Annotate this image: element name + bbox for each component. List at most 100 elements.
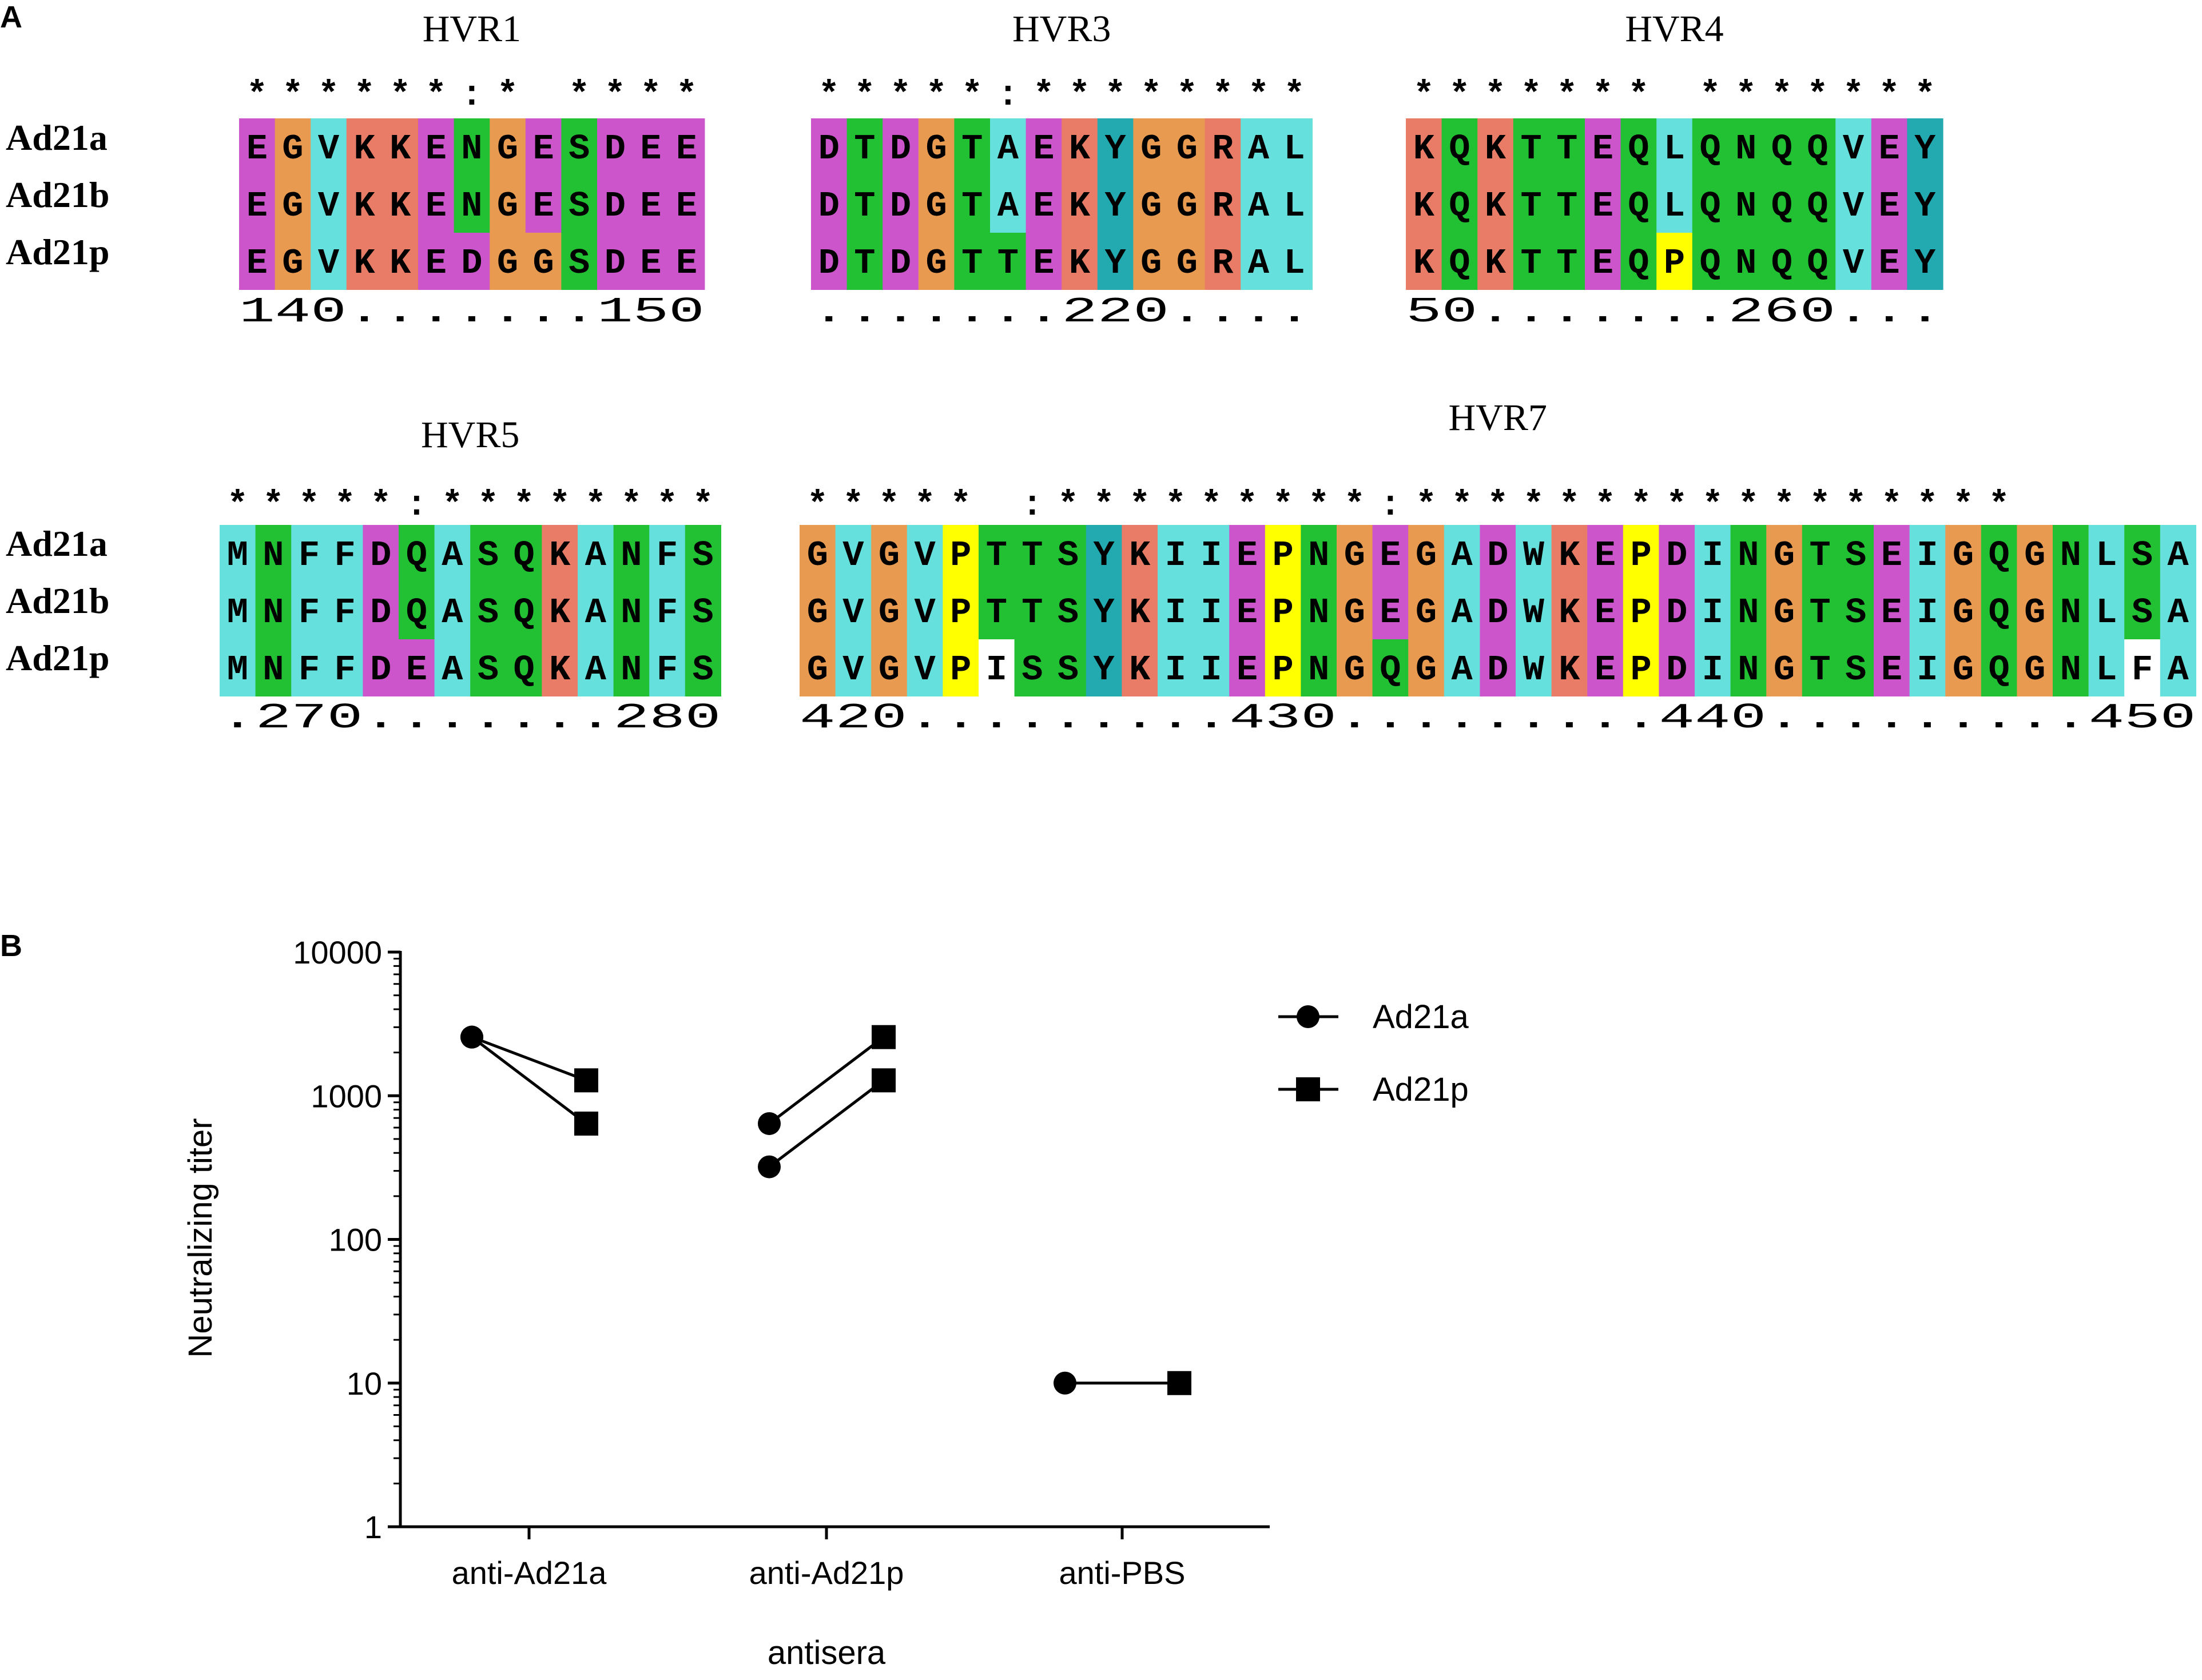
- residue-cell: [454, 176, 490, 233]
- residue-cell: [1981, 525, 2017, 582]
- block-title: HVR3: [1012, 8, 1111, 50]
- y-tick-label: 10: [347, 1366, 382, 1402]
- residue-letter: K: [389, 129, 411, 169]
- residue-letter: Q: [1807, 186, 1828, 226]
- conservation-mark: *: [1485, 75, 1506, 116]
- residue-letter: E: [1380, 535, 1401, 576]
- residue-cell: [1838, 639, 1874, 696]
- residue-letter: Q: [513, 650, 534, 690]
- residue-cell: [1909, 639, 1946, 696]
- residue-letter: A: [2167, 592, 2189, 633]
- conservation-line: *****:*********:*****************: [807, 485, 2010, 526]
- residue-cell: [1477, 118, 1514, 176]
- residue-letter: F: [334, 650, 355, 690]
- residue-cell: [1408, 582, 1445, 639]
- residue-letter: T: [1520, 129, 1541, 169]
- residue-letter: K: [549, 650, 571, 690]
- conservation-line: **************: [1413, 75, 1936, 116]
- residue-cell: [883, 233, 919, 290]
- residue-cell: [2017, 639, 2053, 696]
- residue-letter: Y: [1914, 243, 1936, 284]
- residue-letter: G: [879, 535, 900, 576]
- conservation-mark: *: [370, 485, 391, 526]
- residue-cell: [2053, 639, 2089, 696]
- residue-cell: [1444, 639, 1480, 696]
- conservation-mark: *: [961, 75, 983, 116]
- residue-letter: E: [406, 650, 427, 690]
- conservation-mark: *: [1212, 75, 1233, 116]
- residue-cell: [954, 118, 991, 176]
- residue-cell: [311, 176, 347, 233]
- residue-letter: K: [353, 243, 375, 284]
- conservation-mark: :: [997, 75, 1019, 116]
- residue-letter: Y: [1104, 129, 1126, 169]
- residue-letter: A: [997, 129, 1019, 169]
- conservation-mark: *: [1093, 485, 1114, 526]
- residue-letter: P: [1630, 650, 1651, 690]
- residue-cell: [1659, 582, 1695, 639]
- residue-letter: P: [950, 535, 971, 576]
- residue-letter: K: [1069, 186, 1091, 226]
- residue-letter: S: [692, 535, 713, 576]
- residue-cell: [1301, 525, 1337, 582]
- residue-letter: L: [1283, 243, 1305, 284]
- conservation-line: ******:*****: [247, 75, 697, 116]
- residue-cell: [239, 233, 276, 290]
- conservation-mark: *: [318, 75, 339, 116]
- residue-letter: T: [1520, 243, 1541, 284]
- residue-cell: [1026, 233, 1062, 290]
- residue-cell: [979, 639, 1015, 696]
- x-axis-label: antisera: [768, 1634, 886, 1671]
- residue-letter: V: [842, 535, 864, 576]
- residue-letter: P: [1664, 243, 1685, 284]
- residue-cell: [1050, 639, 1087, 696]
- residue-letter: T: [961, 129, 983, 169]
- ad21a-point: [460, 1025, 483, 1049]
- residue-cell: [311, 118, 347, 176]
- residue-letter: S: [569, 186, 590, 226]
- conservation-mark: *: [1666, 485, 1687, 526]
- residue-cell: [811, 118, 848, 176]
- residue-letter: N: [1308, 592, 1329, 633]
- residue-letter: Q: [1449, 186, 1470, 226]
- residue-letter: Q: [1988, 650, 2009, 690]
- residue-cell: [1874, 582, 1910, 639]
- pair-connector: [768, 1079, 885, 1168]
- residue-cell: [1620, 118, 1657, 176]
- residue-cell: [239, 176, 276, 233]
- residue-letter: L: [1664, 129, 1685, 169]
- paired-sample: [758, 1025, 896, 1135]
- residue-cell: [1276, 233, 1313, 290]
- residue-cell: [1874, 525, 1910, 582]
- conservation-mark: *: [513, 485, 534, 526]
- residue-cell: [846, 118, 883, 176]
- residue-letter: Q: [1988, 535, 2009, 576]
- residue-cell: [1799, 176, 1836, 233]
- residue-cell: [954, 233, 991, 290]
- residue-letter: D: [1487, 650, 1508, 690]
- residue-cell: [979, 582, 1015, 639]
- residue-cell: [2053, 582, 2089, 639]
- residue-cell: [1728, 176, 1764, 233]
- residue-cell: [1122, 582, 1158, 639]
- residue-cell: [1062, 233, 1098, 290]
- residue-letter: V: [842, 650, 864, 690]
- x-tick-label: anti-Ad21a: [452, 1555, 607, 1591]
- conservation-mark: *: [692, 485, 713, 526]
- residue-letter: K: [1559, 650, 1580, 690]
- legend-label: Ad21a: [1373, 998, 1469, 1036]
- residue-cell: [613, 639, 650, 696]
- residue-cell: [1620, 233, 1657, 290]
- residue-cell: [542, 639, 578, 696]
- residue-cell: [399, 639, 435, 696]
- residue-letter: T: [1556, 243, 1577, 284]
- residue-letter: I: [1165, 650, 1186, 690]
- residue-cell: [1766, 525, 1803, 582]
- residue-cell: [578, 582, 614, 639]
- residue-letter: A: [585, 592, 607, 633]
